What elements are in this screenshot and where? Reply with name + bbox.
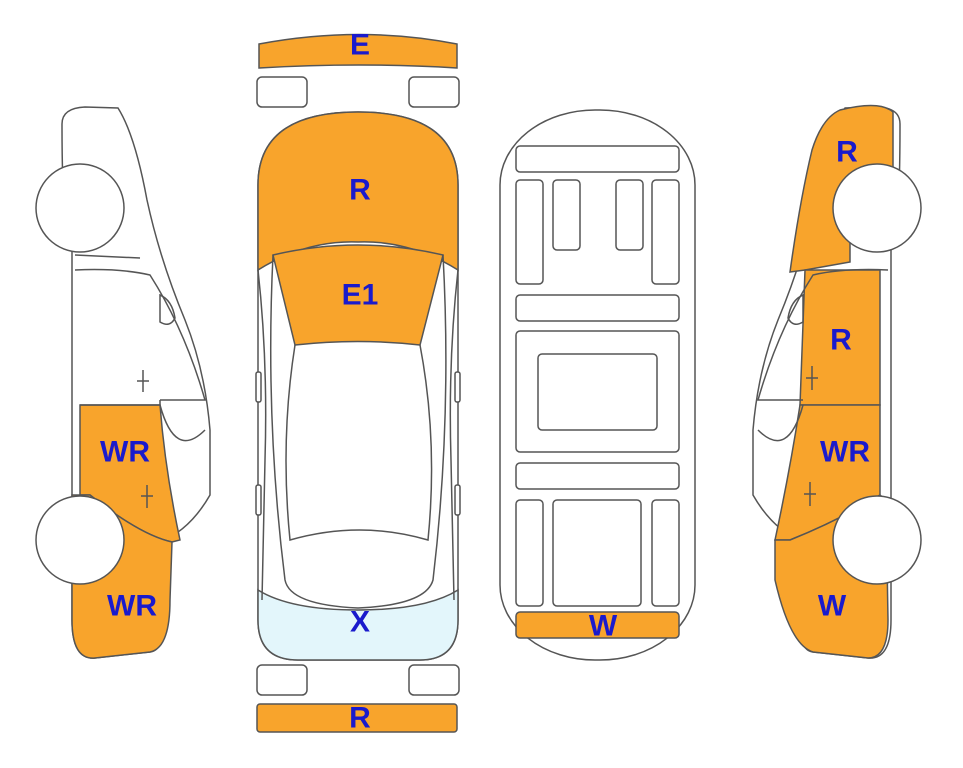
left-side-view: WR WR — [35, 106, 211, 659]
rear-bumper-label: R — [349, 702, 371, 735]
underbody-rear-label: W — [589, 610, 618, 643]
rear-left-taillight — [256, 664, 308, 696]
right-front-door-label: R — [830, 324, 852, 357]
rear-bumper — [256, 703, 458, 733]
underbody-rear-panel — [515, 611, 680, 639]
left-rear-quarter-label: WR — [107, 590, 157, 623]
top-view: E R E1 X R — [255, 29, 461, 735]
left-rear-door-label: WR — [100, 436, 150, 469]
rear-window-label: X — [350, 606, 370, 639]
hood-label: R — [349, 174, 371, 207]
windshield-label: E1 — [342, 279, 379, 312]
front-left-headlight — [256, 76, 308, 108]
left-rear-wheel — [35, 495, 125, 585]
front-right-headlight — [408, 76, 460, 108]
right-front-wheel — [832, 163, 922, 253]
hood — [257, 111, 459, 272]
right-rear-door-label: WR — [820, 436, 870, 469]
right-rear-quarter-label: W — [818, 590, 847, 623]
right-rear-wheel — [832, 495, 922, 585]
rear-right-taillight — [408, 664, 460, 696]
front-bumper-label: E — [350, 29, 370, 62]
left-front-wheel — [35, 163, 125, 253]
front-bumper — [258, 33, 458, 69]
right-front-fender-label: R — [836, 136, 858, 169]
rear-window — [257, 588, 459, 661]
underbody-view: W — [499, 109, 696, 661]
right-side-view: R R WR W — [752, 104, 922, 659]
